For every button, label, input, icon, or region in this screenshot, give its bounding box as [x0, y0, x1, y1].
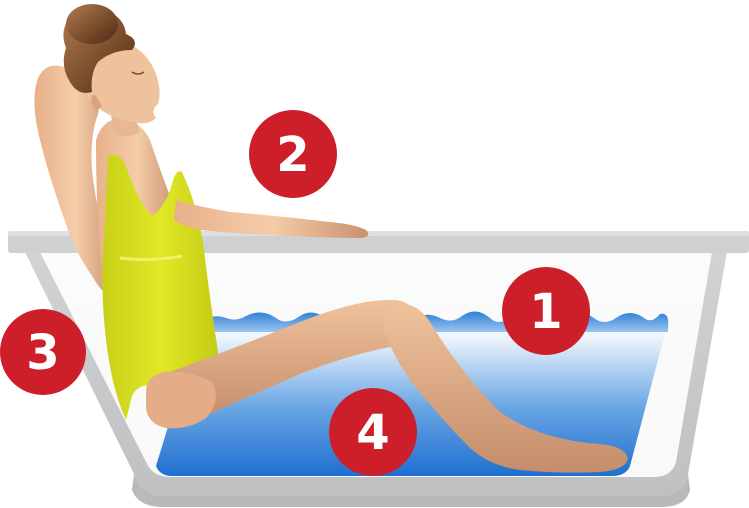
- hair-bun: [66, 4, 118, 44]
- badge-2-label: 2: [276, 127, 309, 183]
- badge-2: 2: [249, 110, 337, 198]
- badge-1: 1: [502, 267, 590, 355]
- badge-3: 3: [0, 309, 86, 395]
- badge-4: 4: [329, 388, 417, 476]
- badge-3-label: 3: [26, 325, 59, 381]
- badge-4-label: 4: [356, 405, 389, 461]
- badge-1-label: 1: [529, 284, 562, 340]
